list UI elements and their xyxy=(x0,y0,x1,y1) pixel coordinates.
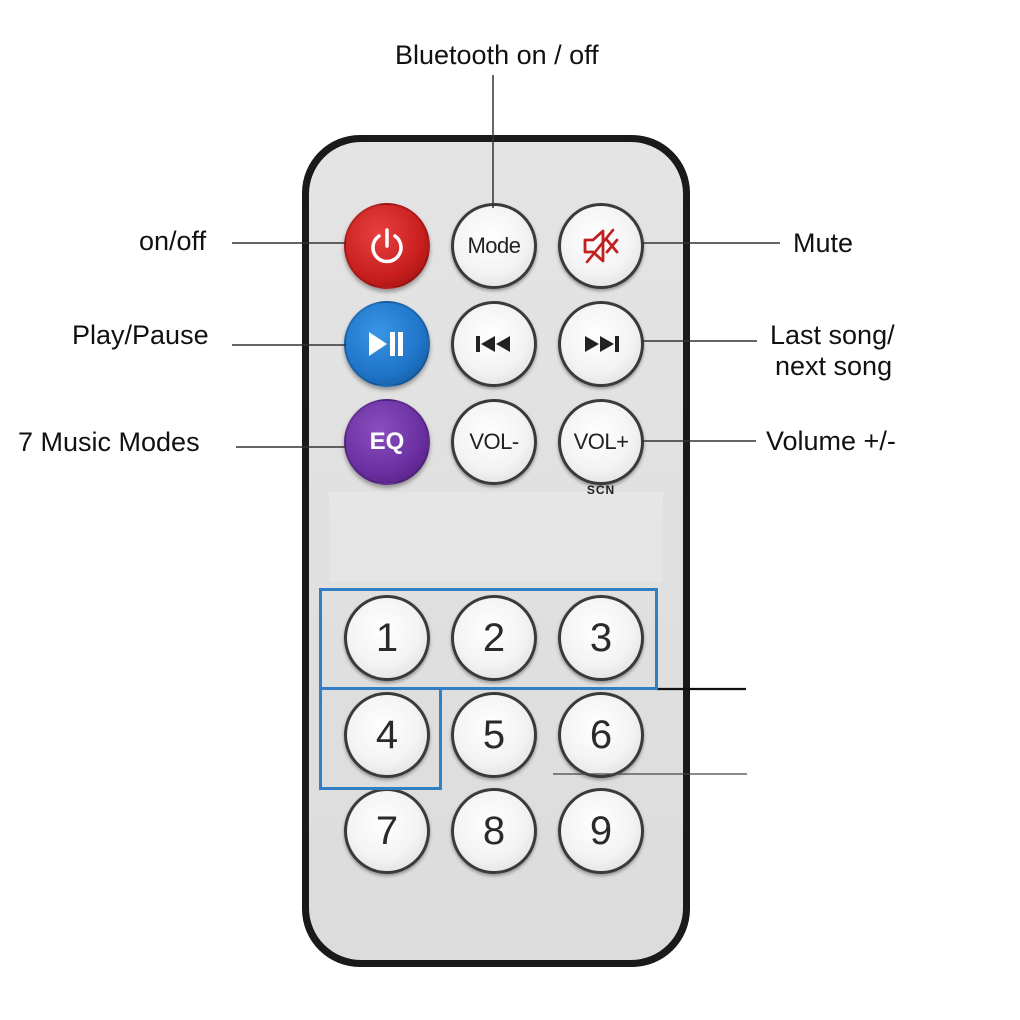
onoff-callout: on/off xyxy=(139,226,207,256)
digit-8-button[interactable]: 8 xyxy=(451,788,537,874)
last-next-callout-line2: next song xyxy=(775,351,893,381)
digit-1-button[interactable]: 1 xyxy=(344,595,430,681)
face-highlight xyxy=(329,492,663,582)
power-button[interactable] xyxy=(344,203,430,289)
play-pause-icon xyxy=(369,332,403,356)
next-track-button[interactable] xyxy=(558,301,644,387)
volume-callout: Volume +/- xyxy=(766,426,896,456)
digit-label: 2 xyxy=(482,615,506,660)
mute-callout: Mute xyxy=(793,228,854,258)
digit-label: 3 xyxy=(589,615,613,660)
mode-button-label: Mode xyxy=(467,233,521,258)
digit-label: 7 xyxy=(375,808,399,853)
volume-up-button[interactable]: VOL+ xyxy=(558,399,644,485)
digit-label: 1 xyxy=(375,615,399,660)
digit-label: 8 xyxy=(482,808,506,853)
power-icon xyxy=(371,228,403,264)
digit-5-button[interactable]: 5 xyxy=(451,692,537,778)
digit-label: 4 xyxy=(375,712,399,757)
play-pause-button[interactable] xyxy=(344,301,430,387)
previous-track-button[interactable] xyxy=(451,301,537,387)
digit-9-button[interactable]: 9 xyxy=(558,788,644,874)
digit-label: 9 xyxy=(589,808,613,853)
digit-6-button[interactable]: 6 xyxy=(558,692,644,778)
volume-down-button[interactable]: VOL- xyxy=(451,399,537,485)
digit-7-button[interactable]: 7 xyxy=(344,788,430,874)
next-track-icon xyxy=(585,336,619,352)
scn-label: SCN xyxy=(586,483,616,497)
play-pause-callout: Play/Pause xyxy=(72,320,209,350)
digit-label: 6 xyxy=(589,712,613,757)
previous-track-icon xyxy=(476,336,510,352)
digit-4-button[interactable]: 4 xyxy=(344,692,430,778)
digit-2-button[interactable]: 2 xyxy=(451,595,537,681)
mute-button[interactable] xyxy=(558,203,644,289)
volume-up-label: VOL+ xyxy=(573,429,629,454)
bluetooth-callout: Bluetooth on / off xyxy=(395,40,599,70)
mute-speaker-icon xyxy=(583,228,619,264)
eq-button[interactable]: EQ xyxy=(344,399,430,485)
eq-button-label: EQ xyxy=(369,428,405,455)
mode-button[interactable]: Mode xyxy=(451,203,537,289)
digit-3-button[interactable]: 3 xyxy=(558,595,644,681)
digit-label: 5 xyxy=(482,712,506,757)
volume-down-label: VOL- xyxy=(469,429,519,454)
last-next-callout-line1: Last song/ xyxy=(770,320,895,350)
music-modes-callout: 7 Music Modes xyxy=(18,427,200,457)
